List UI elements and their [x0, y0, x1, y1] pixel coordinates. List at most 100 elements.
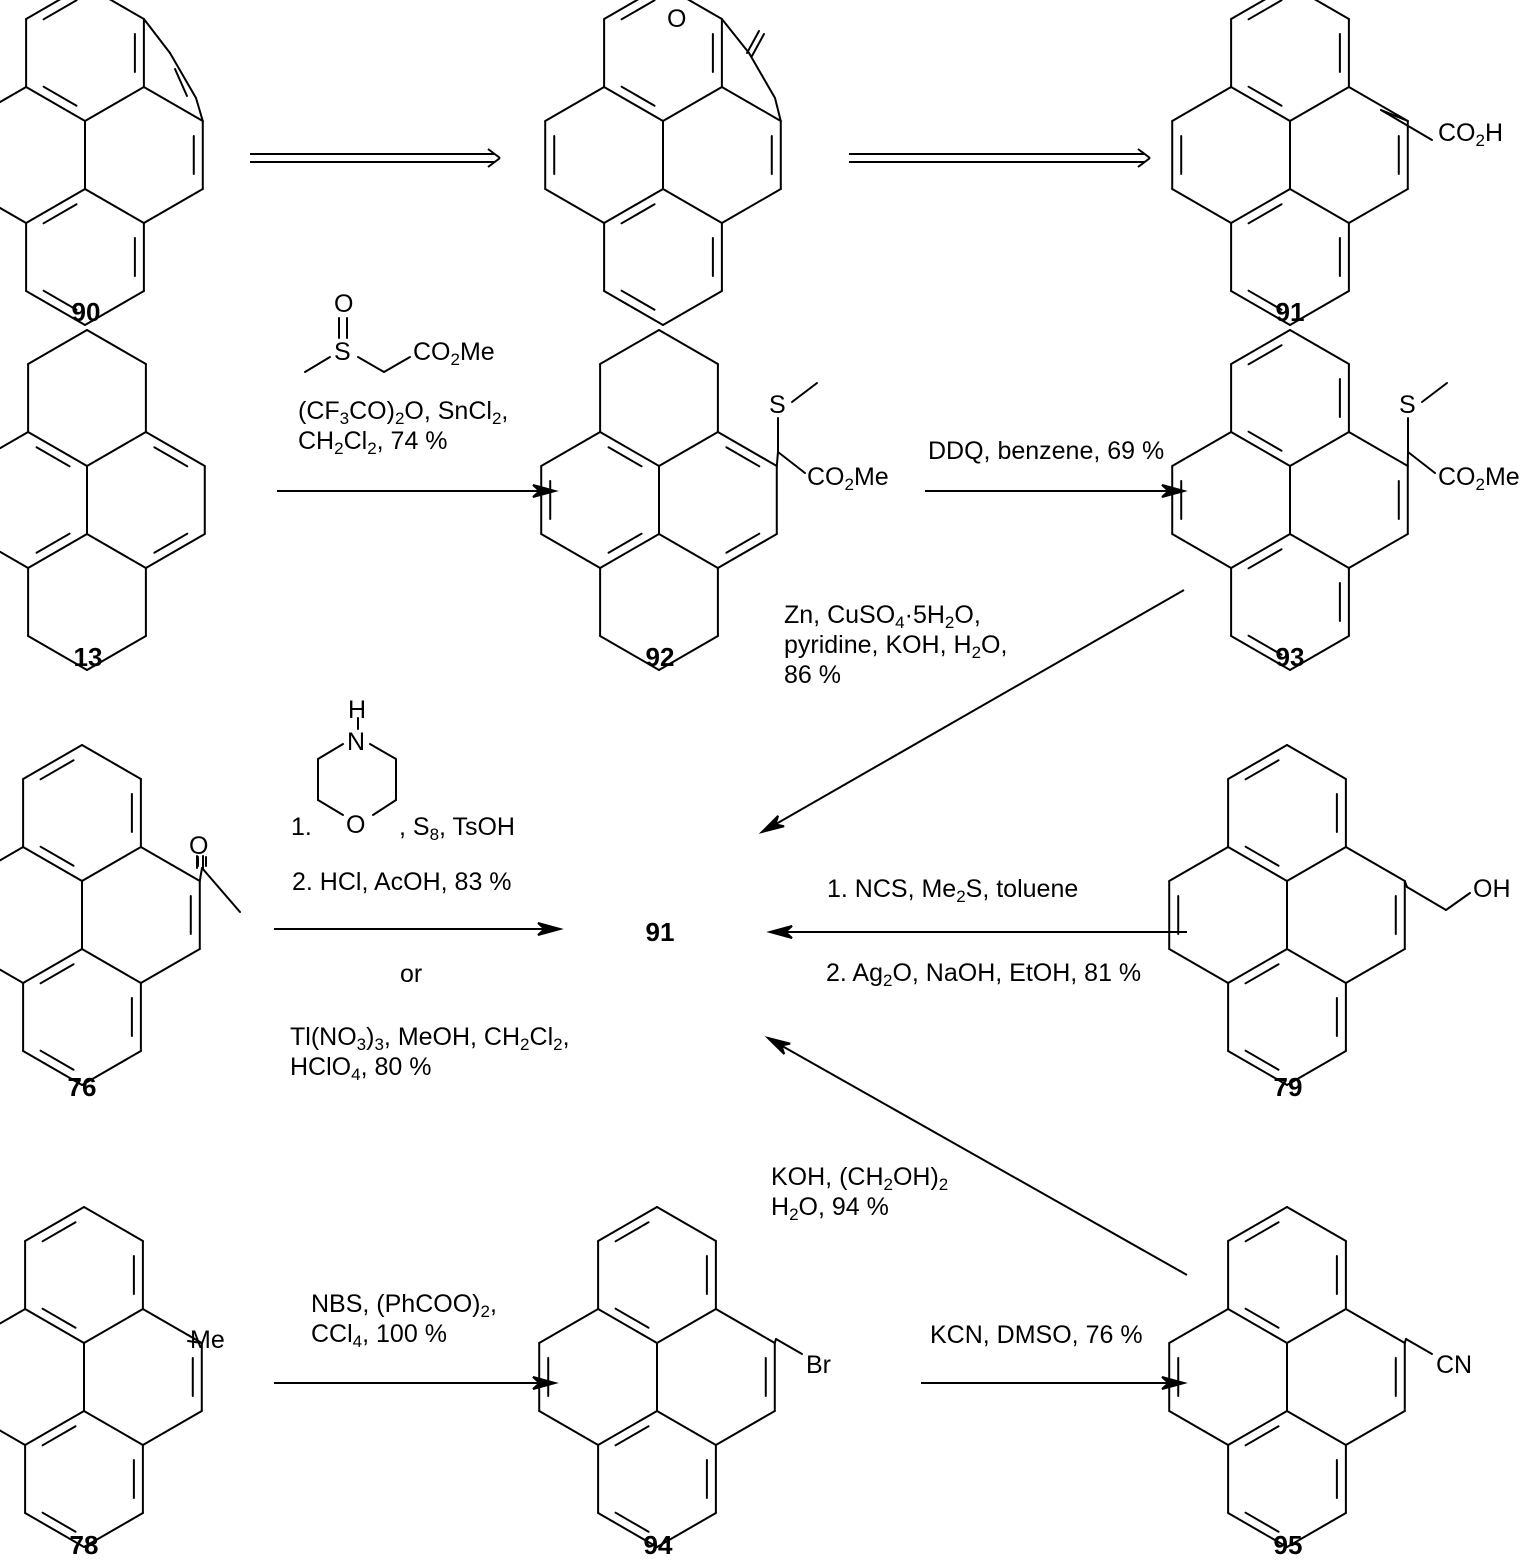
bond	[604, 87, 663, 121]
bond	[1172, 189, 1231, 223]
ch2-bond	[1406, 1339, 1432, 1354]
bond	[23, 949, 82, 983]
bond	[170, 53, 196, 98]
conditions-76-to-91-step1: , S8, TsOH	[399, 812, 515, 842]
bond	[663, 291, 722, 325]
compound-label-94: 94	[618, 1530, 698, 1561]
double-bond-inner	[43, 1222, 76, 1241]
bond	[1346, 949, 1405, 983]
bond	[144, 19, 170, 53]
bond	[598, 1207, 657, 1241]
bond	[370, 744, 396, 759]
bond	[84, 1411, 143, 1445]
conditions-76-to-91-step1-number: 1.	[291, 812, 312, 842]
bond	[1422, 383, 1447, 402]
bond	[87, 432, 146, 466]
bond	[1169, 1411, 1228, 1445]
bond	[663, 189, 722, 223]
condition-line: H2O, 94 %	[771, 1187, 948, 1217]
bond	[1231, 432, 1290, 466]
bond	[28, 534, 87, 568]
bond	[85, 0, 144, 19]
reagent-sulfoxide-oxygen: O	[334, 290, 353, 318]
double-bond-inner	[616, 1513, 649, 1532]
bond	[1287, 745, 1346, 779]
reagent-sulfoxide-ester: CO2Me	[413, 338, 495, 366]
bond	[749, 53, 775, 98]
bond	[1228, 949, 1287, 983]
condition-line: Tl(NO3)3, MeOH, CH2Cl2,	[290, 1017, 570, 1047]
conditions-76-to-91-step2: 2. HCl, AcOH, 83 %	[292, 867, 512, 897]
bond	[146, 432, 205, 466]
subscript: 2	[972, 643, 981, 662]
bond	[541, 534, 600, 568]
double-bond-inner	[616, 1222, 649, 1241]
double-bond-inner	[1249, 549, 1282, 568]
bond	[373, 800, 396, 815]
double-bond-inner	[37, 534, 70, 553]
double-bond-inner	[726, 534, 759, 553]
double-bond-inner	[726, 447, 759, 466]
double-bond-inner	[41, 1051, 74, 1070]
structure-13	[0, 330, 205, 670]
condition-line: CCl4, 100 %	[311, 1314, 497, 1344]
double-bond-inner	[1246, 1309, 1279, 1328]
double-bond-inner	[44, 204, 77, 223]
bond	[1349, 87, 1408, 121]
bond	[600, 534, 659, 568]
bond	[1287, 1411, 1346, 1445]
double-bond-inner	[154, 534, 187, 553]
arrow-76-to-91	[274, 923, 560, 935]
subscript: 2	[451, 350, 460, 369]
retro-arrow-ketone-to-91	[849, 149, 1150, 167]
ethyl-bond	[1407, 887, 1446, 910]
bond	[318, 744, 343, 759]
bond	[718, 534, 777, 568]
conditions-78-to-94: NBS, (PhCOO)2,CCl4, 100 %	[311, 1284, 497, 1344]
double-bond-inner	[41, 847, 74, 866]
bond	[1349, 189, 1408, 223]
ch2-bond	[776, 1339, 802, 1354]
condition-line: KCN, DMSO, 76 %	[930, 1320, 1143, 1350]
bond	[0, 189, 26, 223]
arrow-92-to-93	[925, 485, 1184, 497]
subscript: 2	[956, 887, 965, 906]
bond	[722, 189, 781, 223]
arrow-79-to-91	[770, 926, 1187, 938]
conditions-79-to-91-step2: 2. Ag2O, NaOH, EtOH, 81 %	[826, 958, 1141, 988]
bond	[82, 847, 141, 881]
bond	[1228, 1207, 1287, 1241]
double-bond-inner	[1246, 1222, 1279, 1241]
double-bond-inner	[1249, 87, 1282, 106]
bond	[358, 357, 384, 372]
subscript: 8	[430, 825, 439, 844]
bond	[141, 949, 200, 983]
subscript: 2	[520, 1035, 529, 1054]
subscript: 4	[353, 1332, 362, 1351]
conditions-92-to-93: DDQ, benzene, 69 %	[928, 436, 1164, 466]
bond	[384, 357, 410, 372]
bond	[659, 432, 718, 466]
bond	[1231, 0, 1290, 19]
bond	[87, 330, 146, 364]
atom-95-cyano: CN	[1436, 1351, 1472, 1379]
double-bond-inner	[609, 534, 642, 553]
bond	[85, 87, 144, 121]
bond	[1169, 847, 1228, 881]
double-bond-inner	[37, 447, 70, 466]
bond	[305, 357, 330, 372]
reagent-sulfoxide-sulfur: S	[334, 338, 351, 366]
bond	[1349, 534, 1408, 568]
condition-line: Zn, CuSO4·5H2O,	[784, 596, 1007, 626]
bond	[1228, 1411, 1287, 1445]
atom-94-bromine: Br	[806, 1351, 831, 1379]
double-bond-inner	[41, 760, 74, 779]
double-bond-inner	[1246, 760, 1279, 779]
bond	[0, 1309, 25, 1343]
bond-layer	[0, 0, 1470, 1547]
bond	[144, 87, 203, 121]
compound-label-93: 93	[1250, 642, 1330, 673]
double-bond-inner	[44, 87, 77, 106]
double-bond-inner	[1246, 1513, 1279, 1532]
structure-76	[0, 745, 240, 1085]
